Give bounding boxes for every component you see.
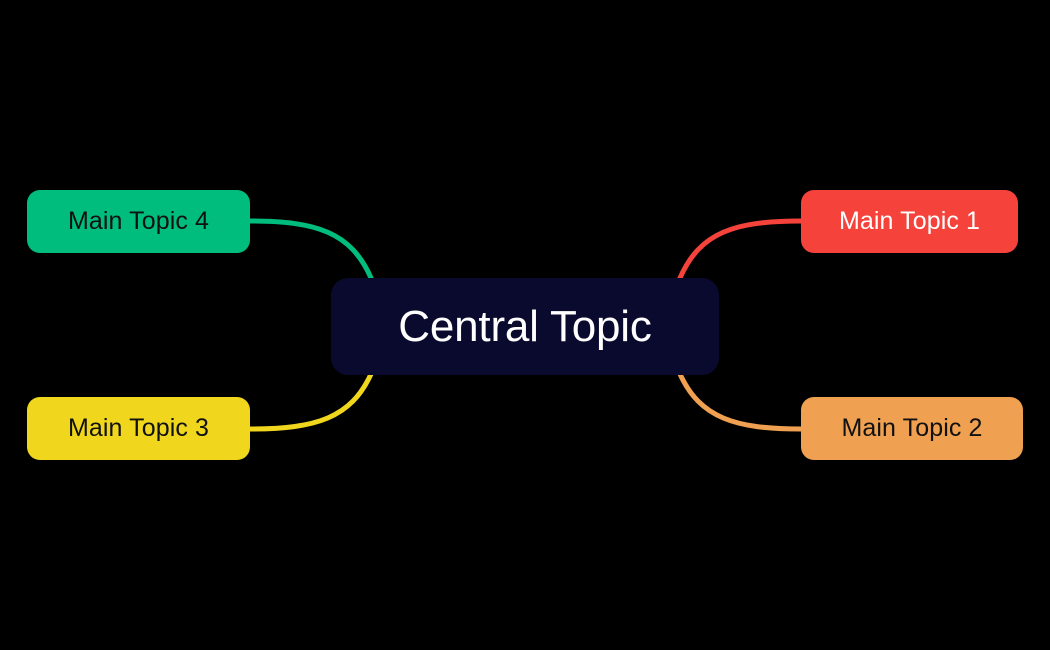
main-topic-3-node[interactable]: Main Topic 3 [27, 397, 250, 460]
connector-central-to-topic-3 [247, 371, 374, 432]
central-topic-node[interactable]: Central Topic [331, 278, 719, 375]
main-topic-2-node[interactable]: Main Topic 2 [801, 397, 1023, 460]
connector-central-to-topic-4 [247, 218, 374, 281]
connector-central-to-topic-1 [677, 218, 804, 281]
connector-central-to-topic-2 [677, 371, 804, 432]
main-topic-4-node[interactable]: Main Topic 4 [27, 190, 250, 253]
main-topic-1-node[interactable]: Main Topic 1 [801, 190, 1018, 253]
